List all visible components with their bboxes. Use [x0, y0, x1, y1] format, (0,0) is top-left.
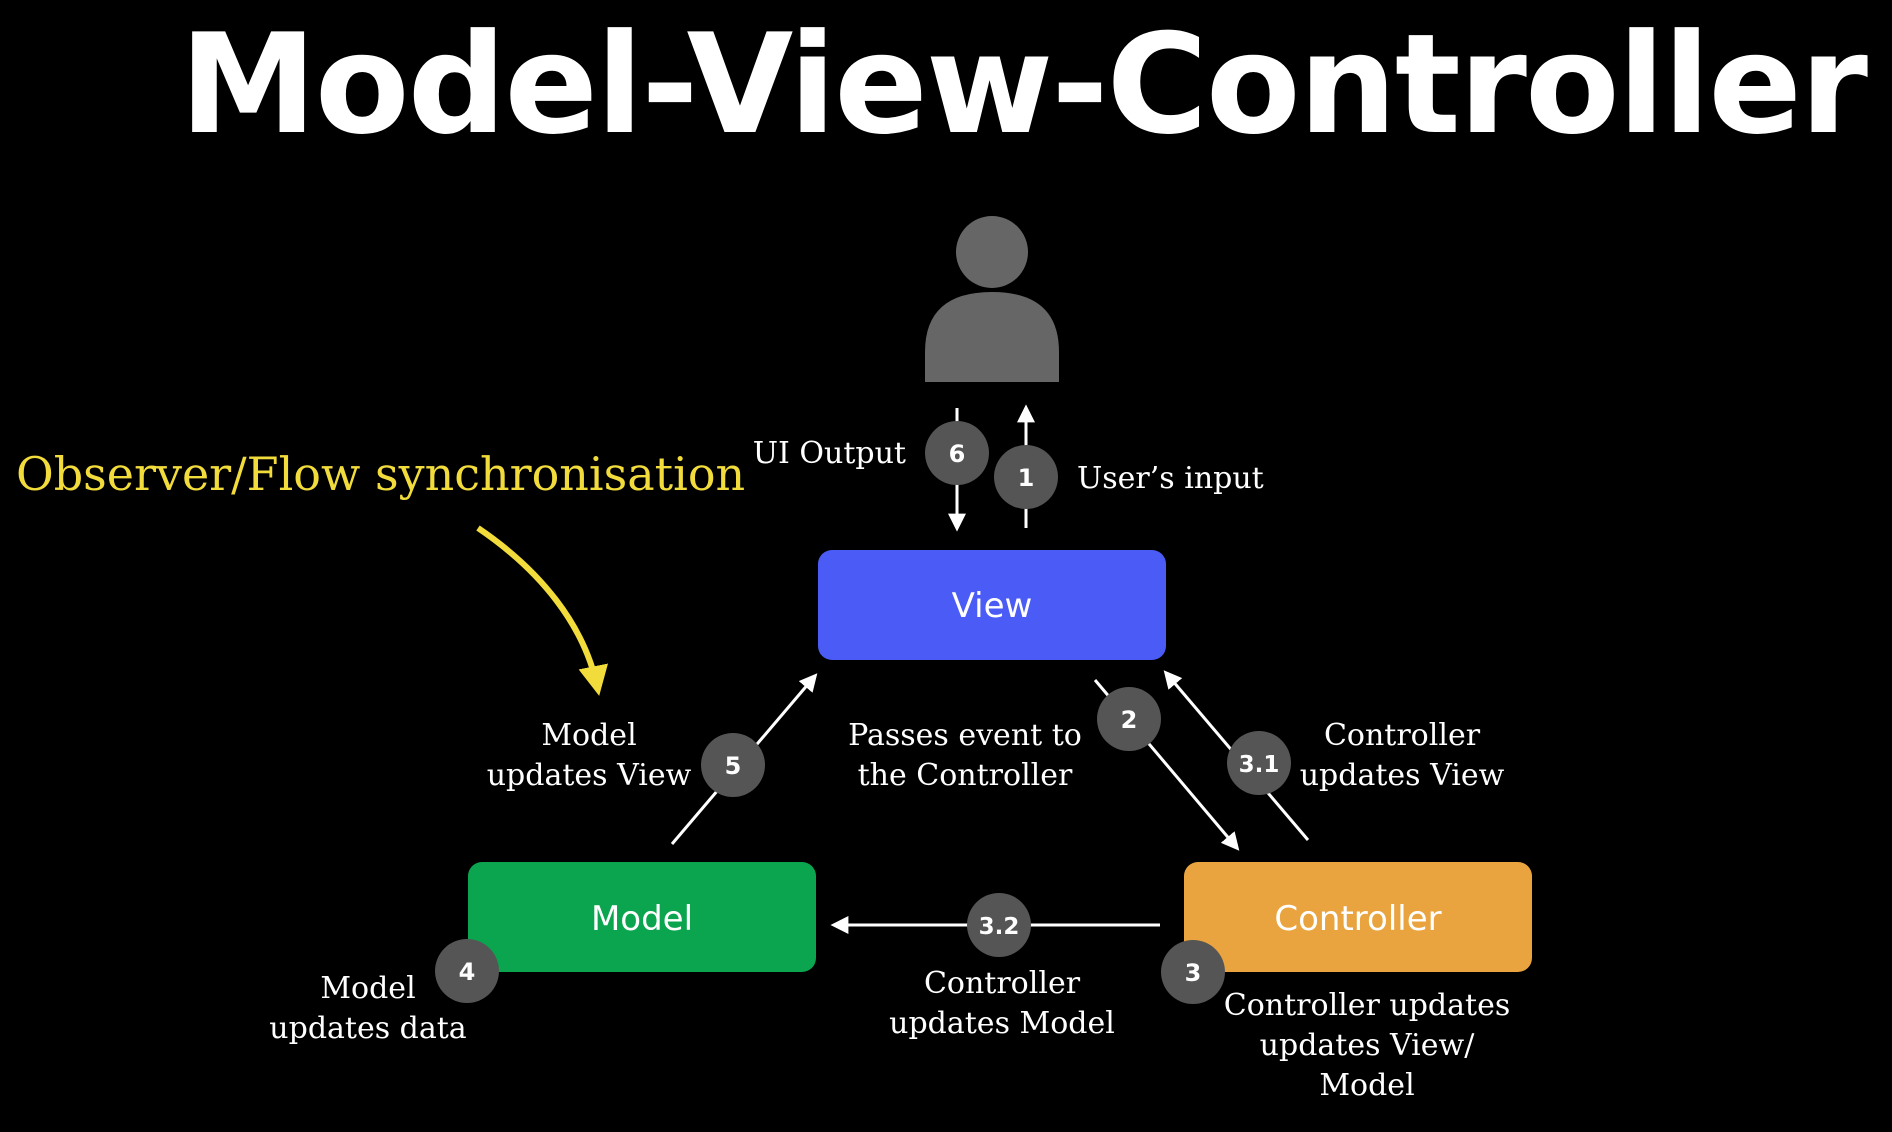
- page-title: Model-View-Controller: [179, 4, 1868, 165]
- svg-text:6: 6: [949, 440, 966, 468]
- step-badge-3-2: 3.2: [967, 893, 1031, 957]
- step-badge-2: 2: [1097, 687, 1161, 751]
- svg-text:1: 1: [1018, 464, 1035, 492]
- svg-text:5: 5: [725, 752, 742, 780]
- svg-text:3: 3: [1185, 959, 1202, 987]
- svg-text:3.2: 3.2: [979, 914, 1020, 940]
- label-controller-updates-2: updates View/: [1260, 1028, 1476, 1063]
- step-badge-1: 1: [994, 445, 1058, 509]
- label-controller-updates-3: Model: [1319, 1068, 1414, 1103]
- label-model-updates-data-1: Model: [320, 971, 415, 1006]
- view-box-label: View: [952, 586, 1033, 626]
- label-passes-event-2: the Controller: [858, 758, 1073, 793]
- user-silhouette-icon: [925, 216, 1059, 382]
- annotation-text: Observer/Flow synchronisation: [16, 447, 745, 501]
- step-badge-4: 4: [435, 939, 499, 1003]
- svg-text:3.1: 3.1: [1239, 752, 1280, 778]
- step-badge-3: 3: [1161, 940, 1225, 1004]
- label-model-updates-view-2: updates View: [487, 758, 692, 793]
- label-controller-updates-view-2: updates View: [1300, 758, 1505, 793]
- annotation-arrow: [476, 525, 608, 696]
- svg-text:2: 2: [1121, 706, 1138, 734]
- model-box-label: Model: [591, 899, 693, 939]
- label-ui-output: UI Output: [753, 436, 906, 471]
- view-box[interactable]: View: [818, 550, 1166, 660]
- label-user-input: User’s input: [1077, 461, 1264, 496]
- controller-box[interactable]: Controller: [1184, 862, 1532, 972]
- label-model-updates-data-2: updates data: [269, 1011, 467, 1046]
- step-badge-6: 6: [925, 421, 989, 485]
- step-badge-3-1: 3.1: [1227, 731, 1291, 795]
- label-controller-updates-1: Controller updates: [1224, 988, 1510, 1023]
- controller-box-label: Controller: [1274, 899, 1441, 939]
- model-box[interactable]: Model: [468, 862, 816, 972]
- svg-text:4: 4: [459, 958, 476, 986]
- label-passes-event-1: Passes event to: [848, 718, 1082, 753]
- label-controller-updates-model-1: Controller: [924, 966, 1081, 1001]
- label-controller-updates-view-1: Controller: [1324, 718, 1481, 753]
- label-model-updates-view-1: Model: [541, 718, 636, 753]
- label-controller-updates-model-2: updates Model: [889, 1006, 1115, 1041]
- step-badge-5: 5: [701, 733, 765, 797]
